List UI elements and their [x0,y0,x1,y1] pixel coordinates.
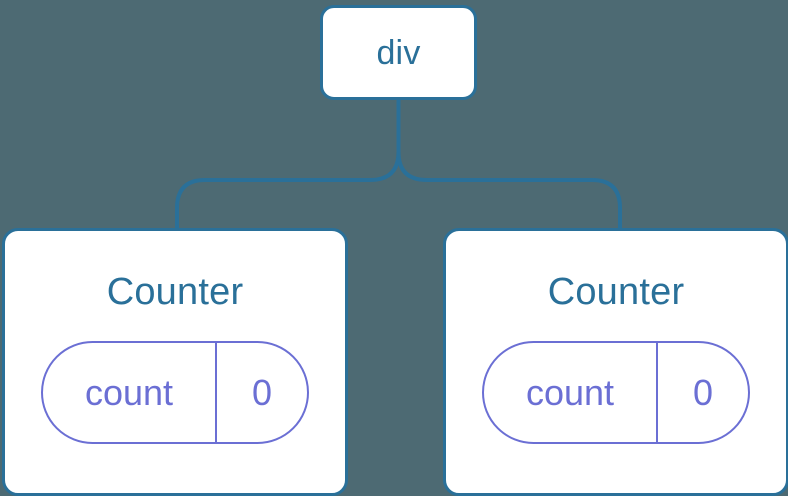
node-counter-right-label: Counter [547,271,685,313]
state-key-label: count [84,371,174,413]
node-counter-right[interactable]: Counter count 0 [443,228,788,496]
state-value-cell: 0 [217,343,307,442]
state-pill-counter-right: count 0 [482,341,750,444]
state-pill-counter-left: count 0 [41,341,309,444]
node-div[interactable]: div [320,5,477,100]
state-value-cell: 0 [658,343,748,442]
state-key-cell: count [43,343,217,442]
node-counter-left[interactable]: Counter count 0 [2,228,348,496]
node-counter-left-label: Counter [106,271,244,313]
state-value-label: 0 [251,371,273,413]
edge-div-to-counter-right [396,98,622,234]
state-value-label: 0 [692,371,714,413]
node-div-label: div [376,33,421,72]
state-key-cell: count [484,343,658,442]
state-key-label: count [525,371,615,413]
edge-div-to-counter-left [175,98,401,234]
